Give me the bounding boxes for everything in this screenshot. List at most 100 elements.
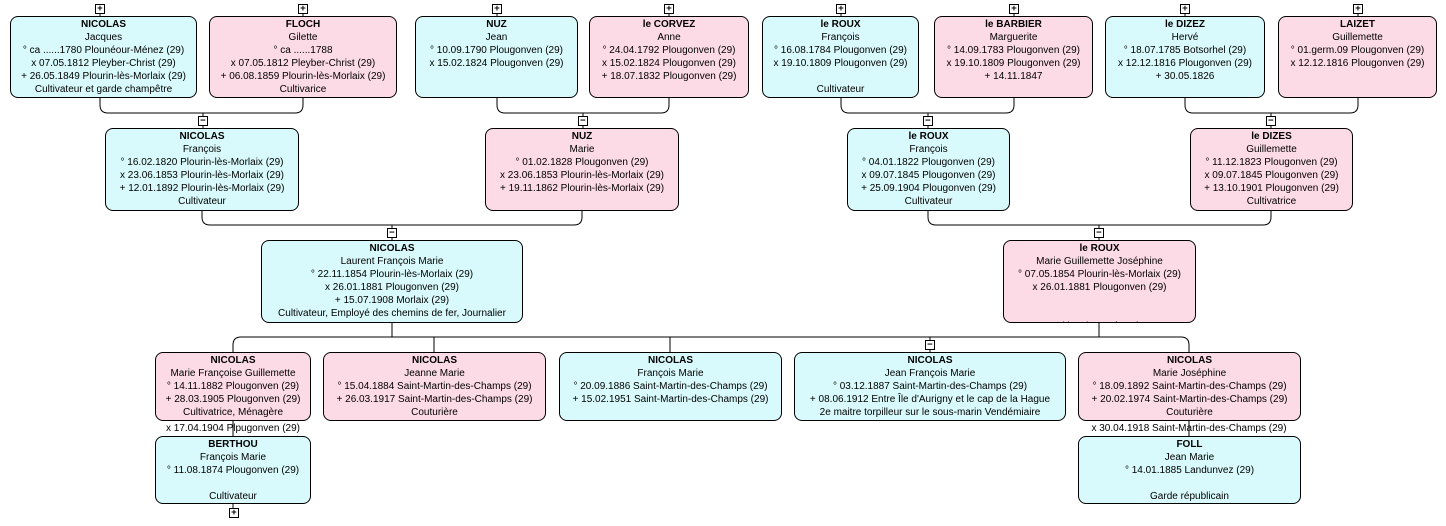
person-surname: NICOLAS <box>648 355 693 366</box>
person-surname: BERTHOU <box>208 439 258 450</box>
expand-icon[interactable]: + <box>1353 4 1363 14</box>
person-detail-line: ° 04.01.1822 Plougonven (29) <box>862 157 995 168</box>
person-surname: NICOLAS <box>1167 355 1212 366</box>
expand-icon[interactable]: + <box>836 4 846 14</box>
person-detail-line: 2e maitre torpilleur sur le sous-marin V… <box>819 407 1041 418</box>
person-detail-line: x 07.05.1812 Pleyber-Christ (29) <box>31 58 176 69</box>
person-surname: NICOLAS <box>907 355 953 366</box>
person-given-names: Hervé <box>1171 32 1199 43</box>
person-detail-line: + 14.11.1847 <box>984 71 1043 82</box>
person-detail-line: ° 01.germ.09 Plougonven (29) <box>1290 45 1425 56</box>
person-detail-line: + 19.11.1862 Plourin-lès-Morlaix (29) <box>499 183 665 194</box>
person-surname: NICOLAS <box>412 355 457 366</box>
person-detail-line: ° 10.09.1790 Plougonven (29) <box>430 45 563 56</box>
person-given-names: Jeanne Marie <box>404 368 465 379</box>
person-detail-line: x 15.02.1824 Plougonven (29) <box>602 58 736 69</box>
person-detail-line: x 12.12.1816 Plougonven (29) <box>1290 58 1425 69</box>
expand-icon[interactable]: + <box>1009 4 1019 14</box>
person-detail-line: + 15.02.1951 Saint-Martin-des-Champs (29… <box>572 394 769 405</box>
connector-line <box>201 211 583 226</box>
person-card[interactable]: le ROUX François ° 04.01.1822 Plougonven (… <box>847 128 1010 211</box>
connector-line <box>232 336 1190 352</box>
person-detail-line: Cultivarice <box>279 84 327 95</box>
person-detail-line: x 26.01.1881 Plougonven (29) <box>325 282 459 293</box>
person-detail-line: x 23.06.1853 Plourin-lès-Morlaix (29) <box>500 170 664 181</box>
person-detail-line: ° 22.11.1854 Plourin-lès-Morlaix (29) <box>310 269 474 280</box>
person-surname: le ROUX <box>820 19 861 30</box>
person-given-names: Guillemette <box>1332 32 1383 43</box>
person-detail-line: Garde républicain <box>1150 491 1229 502</box>
person-given-names: Laurent François Marie <box>340 256 444 267</box>
person-detail-line: Cultivateur <box>178 196 226 207</box>
person-surname: le BARBIER <box>985 19 1042 30</box>
person-detail-line: + 30.05.1826 <box>1155 71 1215 82</box>
person-surname: le ROUX <box>908 131 949 142</box>
person-detail-line: ° 24.04.1792 Plougonven (29) <box>602 45 736 56</box>
person-surname: FLOCH <box>285 19 321 30</box>
person-given-names: Marie Françoise Guillemette <box>170 368 296 379</box>
person-given-names: Jean François Marie <box>884 368 976 379</box>
expand-icon[interactable]: + <box>1180 4 1190 14</box>
person-detail-line: ° 01.02.1828 Plougonven (29) <box>515 157 649 168</box>
collapse-icon[interactable]: − <box>1094 228 1104 238</box>
person-given-names: Marie <box>569 144 595 155</box>
expand-icon[interactable]: + <box>664 4 674 14</box>
connector-line <box>99 98 304 114</box>
person-card[interactable]: NICOLAS Jean François Marie ° 03.12.1887 S… <box>794 352 1066 421</box>
person-detail-line: x 26.01.1881 Plougonven (29) <box>1032 282 1167 293</box>
person-surname: NICOLAS <box>179 131 225 142</box>
expand-icon[interactable]: + <box>229 508 239 518</box>
person-detail-line: Cultivateur <box>209 491 257 502</box>
collapse-icon[interactable]: − <box>198 116 208 126</box>
person-detail-line: ° 20.09.1886 Saint-Martin-des-Champs (29… <box>573 381 768 392</box>
person-detail-line: + 28.03.1905 Plougonven (29) <box>165 394 301 405</box>
person-detail-line: x 15.02.1824 Plougonven (29) <box>429 58 564 69</box>
marriage-note: x 17.04.1904 Plpugonven (29) <box>166 423 300 434</box>
expand-icon[interactable]: + <box>95 4 105 14</box>
person-detail-line <box>763 70 918 83</box>
connector-line <box>840 98 1015 114</box>
person-detail-line <box>156 477 310 490</box>
person-detail-line: + 08.06.1912 Entre Île d'Aurigny et le c… <box>809 394 1051 405</box>
person-detail-line: ° 03.12.1887 Saint-Martin-des-Champs (29… <box>832 381 1028 392</box>
collapse-icon[interactable]: − <box>923 116 933 126</box>
expand-icon[interactable]: + <box>298 4 308 14</box>
person-detail-line: Couturière <box>1166 407 1213 418</box>
collapse-icon[interactable]: − <box>925 340 935 350</box>
person-given-names: Jacques <box>84 32 123 43</box>
person-detail-line: ° 11.12.1823 Plougonven (29) <box>1205 157 1338 168</box>
person-given-names: François <box>909 144 948 155</box>
person-given-names: Jean <box>485 32 508 43</box>
person-surname: le ROUX <box>1079 243 1120 254</box>
person-detail-line: x 07.05.1812 Pleyber-Christ (29) <box>230 58 376 69</box>
expand-icon[interactable]: + <box>492 4 502 14</box>
collapse-icon[interactable]: − <box>1266 116 1276 126</box>
person-detail-line: x 09.07.1845 Plougonven (29) <box>1204 170 1339 181</box>
person-detail-line: ° 14.09.1783 Plougonven (29) <box>947 45 1080 56</box>
connector-line <box>391 323 400 338</box>
collapse-icon[interactable]: − <box>578 116 588 126</box>
connector-line <box>927 211 1272 226</box>
collapse-icon[interactable]: − <box>387 228 397 238</box>
person-detail-line: ° 11.08.1874 Plougonven (29) <box>166 465 300 476</box>
